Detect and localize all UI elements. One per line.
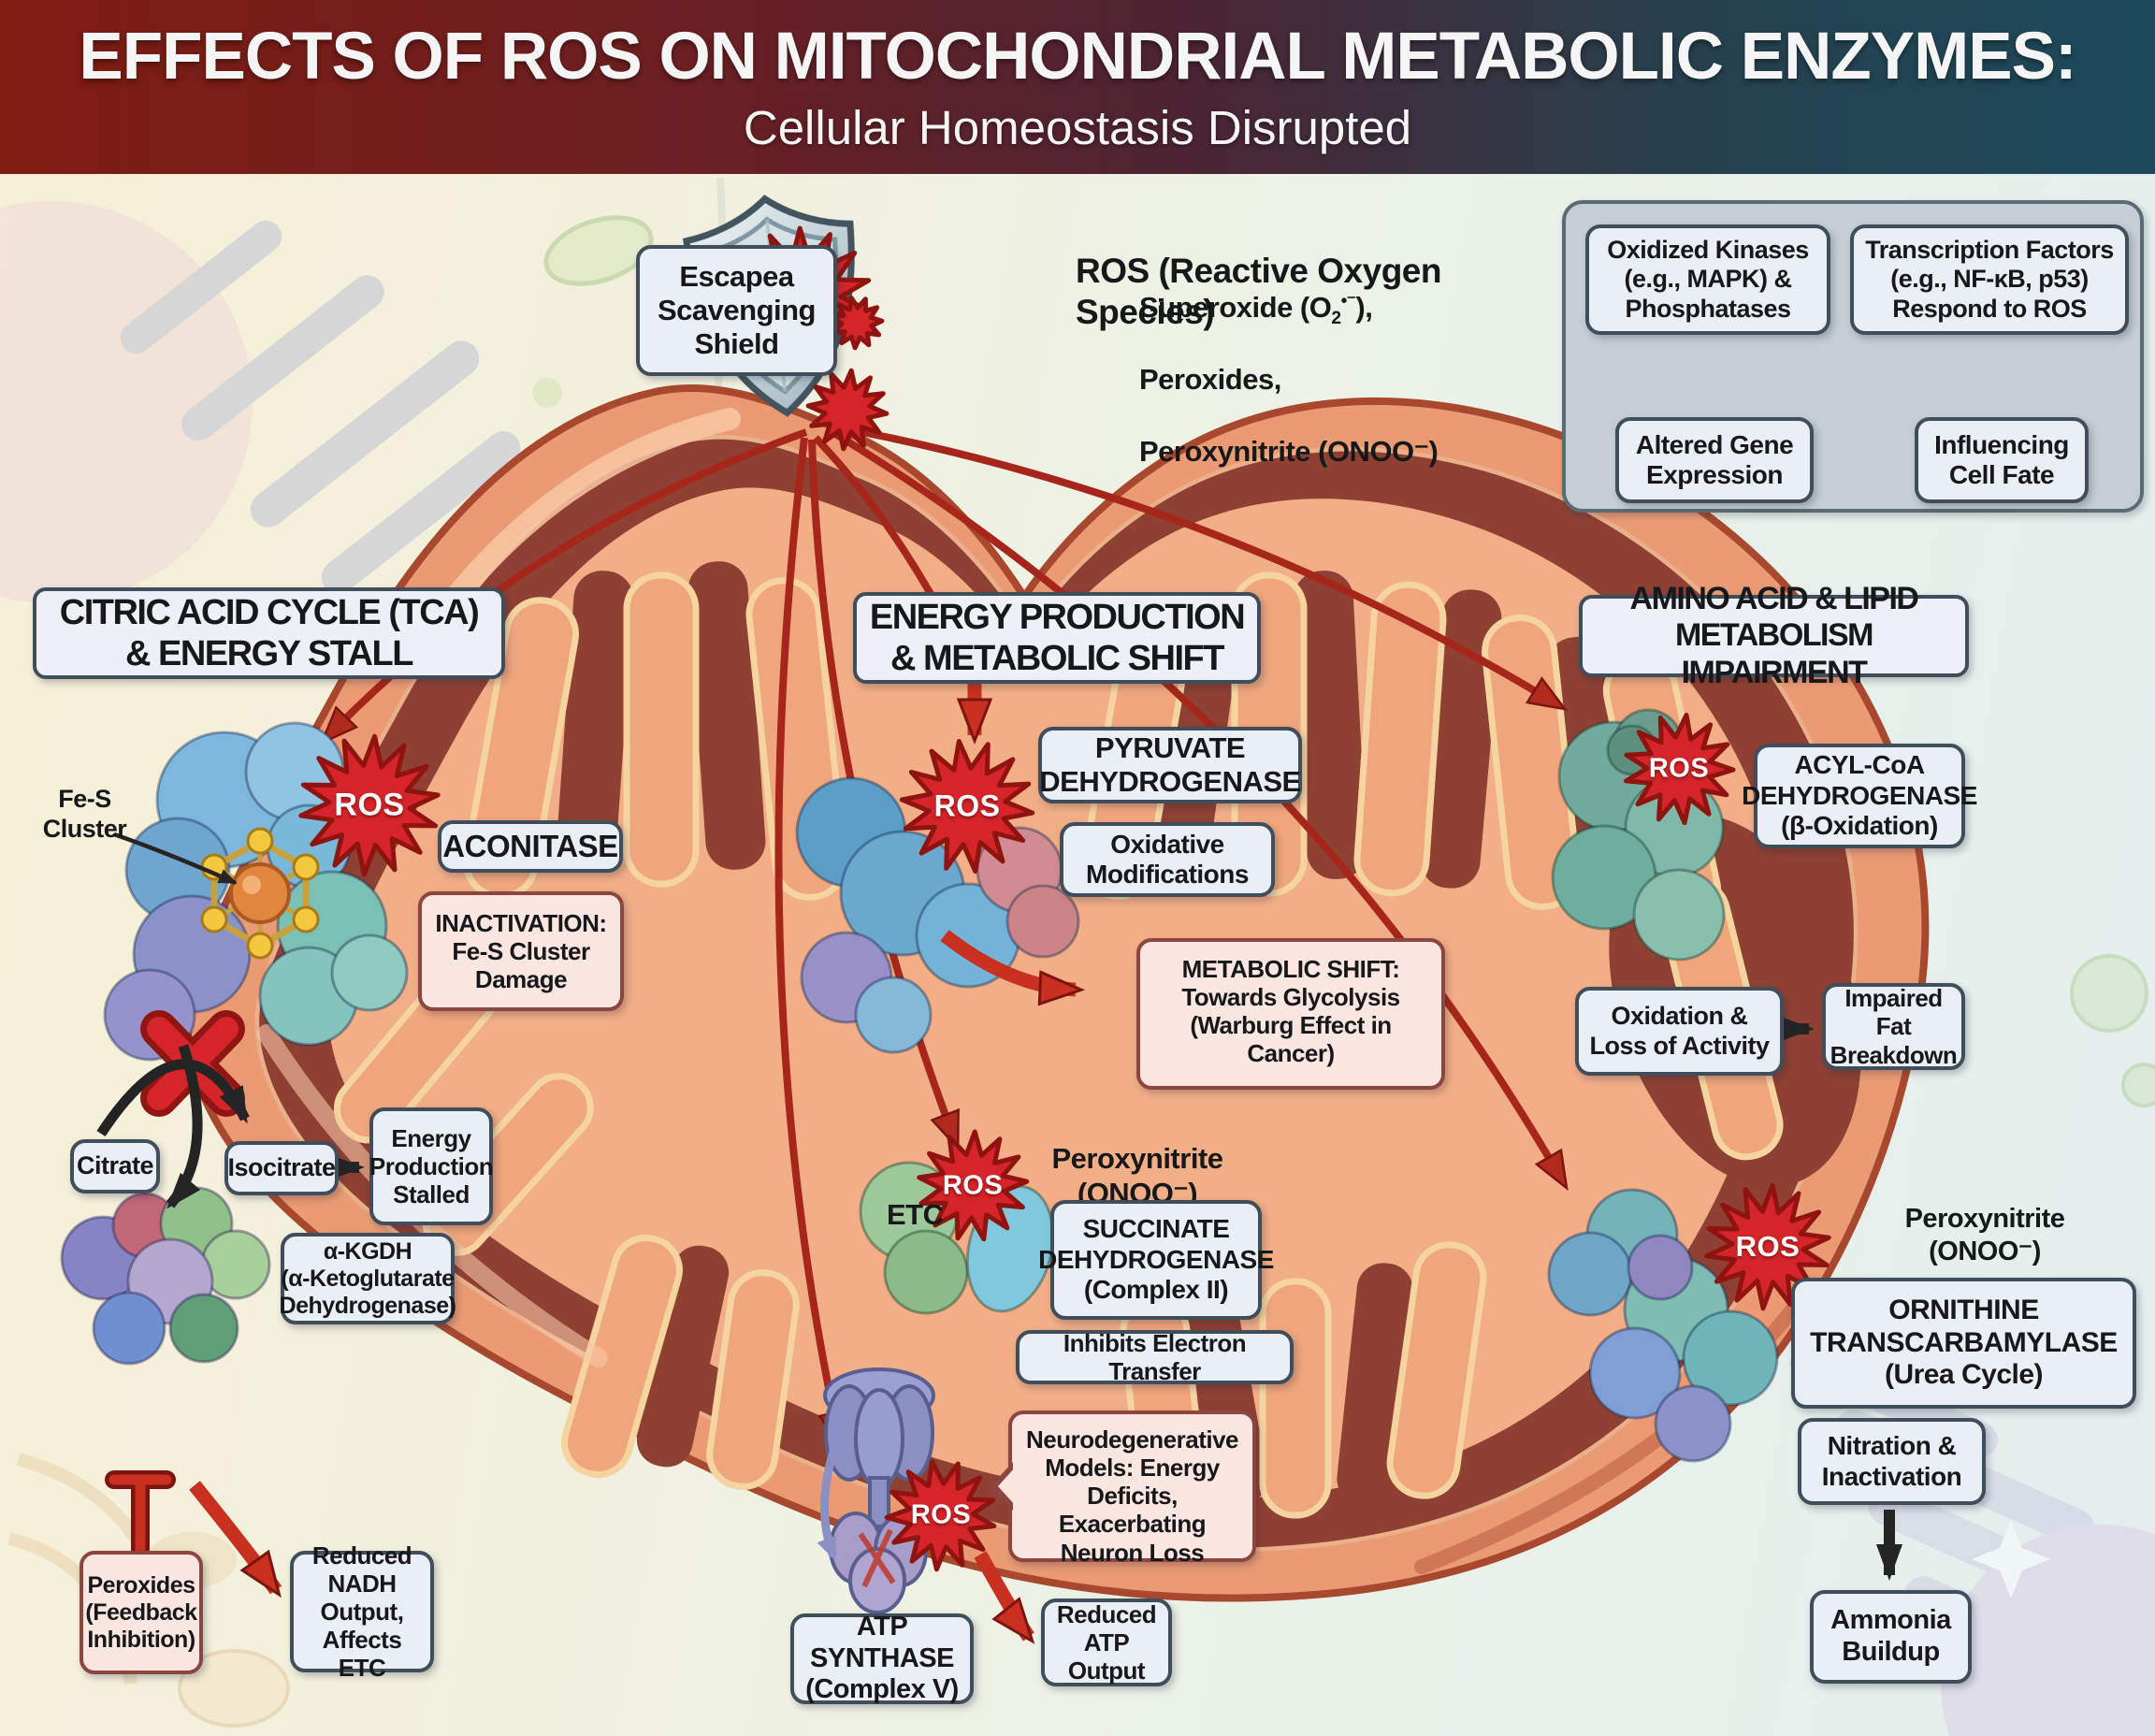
nitration-inactivation-box: Nitration & Inactivation <box>1798 1418 1986 1505</box>
transcription-factors-box: Transcription Factors (e.g., NF-κB, p53)… <box>1850 224 2129 335</box>
ammonia-buildup-box: Ammonia Buildup <box>1810 1590 1972 1684</box>
tca-section-header: CITRIC ACID CYCLE (TCA) & ENERGY STALL <box>33 587 505 679</box>
superoxide-item: Superoxide (O2•⁻), <box>1139 291 1373 329</box>
reduced-nadh-box: Reduced NADH Output, Affects ETC <box>290 1541 434 1682</box>
ros-bursts <box>298 225 1831 1572</box>
oxidative-modifications-box: Oxidative Modifications <box>1060 822 1275 897</box>
bubble-tail-inner <box>998 1468 1015 1505</box>
isocitrate-box: Isocitrate <box>224 1141 339 1195</box>
energy-section-header: ENERGY PRODUCTION & METABOLIC SHIFT <box>853 592 1261 684</box>
fes-cluster-label: Fe-S Cluster <box>42 785 127 844</box>
citrate-box: Citrate <box>70 1139 160 1194</box>
ros-burst <box>805 368 889 452</box>
ros-burst-label: ROS <box>942 1170 1004 1201</box>
protein-cluster-otc <box>1547 1188 1779 1463</box>
acyl-coa-dehydrogenase-box: ACYL-CoA DEHYDROGENASE (β-Oxidation) <box>1742 744 1977 848</box>
metabolic-shift-post: (Warburg Effect in Cancer) <box>1190 1011 1392 1068</box>
succinate-dehydrogenase-box: SUCCINATE DEHYDROGENASE (Complex II) <box>1038 1200 1274 1320</box>
ros-burst-acyl <box>1624 713 1736 826</box>
kgdh-box: α-KGDH (α-Ketoglutarate Dehydrogenase) <box>280 1233 456 1324</box>
influencing-cell-fate-box: Influencing Cell Fate <box>1915 417 2089 503</box>
ros-burst-sdh <box>917 1129 1030 1242</box>
inhibition-tbar <box>105 1470 176 1558</box>
oxidation-loss-activity-box: Oxidation & Loss of Activity <box>1575 987 1784 1076</box>
inactivation-box: INACTIVATION:Fe-S Cluster Damage <box>418 891 624 1011</box>
inactivation-title: INACTIVATION: <box>435 908 607 937</box>
membrane-shade <box>1414 1279 1817 1574</box>
ros-burst-aconitase <box>298 733 441 877</box>
energy-production-stalled-box: Energy Production Stalled <box>369 1107 494 1225</box>
ros-burst-label: ROS <box>910 1499 972 1530</box>
altered-gene-expression-box: Altered Gene Expression <box>1615 417 1814 503</box>
reduced-atp-output-box: Reduced ATP Output <box>1041 1599 1172 1686</box>
metabolic-shift-glycolysis: Glycolysis <box>1282 983 1401 1012</box>
ros-burst-otc <box>1704 1182 1831 1311</box>
metabolic-shift-title: METABOLIC SHIFT: <box>1181 955 1400 983</box>
protein-cluster-kgdh <box>60 1186 271 1366</box>
page-subtitle: Cellular Homeostasis Disrupted <box>743 101 1412 154</box>
inhibits-electron-transfer-box: Inhibits Electron Transfer <box>1016 1329 1294 1385</box>
neuro-detail: Energy Deficits, Exacerbating Neuron Los… <box>1058 1454 1220 1567</box>
page-title: EFFECTS OF ROS ON MITOCHONDRIAL METABOLI… <box>79 20 2076 94</box>
amino-section-header: AMINO ACID & LIPID METABOLISM IMPAIRMENT <box>1579 581 1969 690</box>
neurodegenerative-box: Neurodegenerative Models: Energy Deficit… <box>991 1410 1256 1567</box>
ros-burst-label: ROS <box>1648 753 1710 784</box>
fes-cluster-icon <box>200 827 320 960</box>
ros-legend-items: Superoxide (O2•⁻), Peroxides, Peroxynitr… <box>1139 290 1541 470</box>
ros-burst <box>830 296 885 351</box>
red-arrows <box>189 684 1076 1637</box>
membrane-highlight <box>428 408 741 629</box>
black-arrows <box>96 339 2010 1581</box>
protein-cluster-pdh <box>795 776 1080 1054</box>
ornithine-transcarbamylase-box: ORNITHINE TRANSCARBAMYLASE (Urea Cycle) <box>1791 1278 2136 1409</box>
ros-legend-title: ROS (Reactive Oxygen Species) <box>1076 252 1441 332</box>
inactivation-detail: Fe-S Cluster Damage <box>452 936 590 994</box>
ros-burst-atp <box>884 1459 997 1572</box>
ros-burst-label: ROS <box>1735 1230 1801 1263</box>
metabolic-shift-box: METABOLIC SHIFT: Towards Glycolysis (War… <box>1136 938 1445 1090</box>
shield-label-box: Escapea Scavenging Shield <box>636 245 837 376</box>
peroxides-feedback-box: Peroxides (Feedback Inhibition) <box>80 1551 203 1674</box>
etc-label: ETC <box>887 1198 944 1231</box>
peroxynitrite-item: Peroxynitrite (ONOO⁻) <box>1139 434 1439 468</box>
metabolic-shift-pre: Towards <box>1181 983 1277 1012</box>
aconitase-box: ACONITASE <box>438 820 623 873</box>
ros-burst-label: ROS <box>933 788 1001 823</box>
proton-flow-arrow <box>817 1443 840 1560</box>
neuro-title: Neurodegenerative Models: <box>1025 1425 1239 1483</box>
peroxynitrite-label-otc: Peroxynitrite (ONOO⁻) <box>1904 1204 2065 1266</box>
peroxides-item: Peroxides, <box>1139 362 1281 396</box>
pyruvate-dehydrogenase-box: PYRUVATE DEHYDROGENASE <box>1038 727 1302 803</box>
oxidized-kinases-box: Oxidized Kinases (e.g., MAPK) & Phosphat… <box>1585 224 1830 335</box>
ros-burst-pdh <box>899 739 1035 874</box>
title-banner: EFFECTS OF ROS ON MITOCHONDRIAL METABOLI… <box>0 0 2155 174</box>
atp-synthase-box: ATP SYNTHASE (Complex V) <box>790 1612 974 1704</box>
impaired-fat-breakdown-box: Impaired Fat Breakdown <box>1822 983 1965 1070</box>
ros-burst-label: ROS <box>334 787 405 823</box>
